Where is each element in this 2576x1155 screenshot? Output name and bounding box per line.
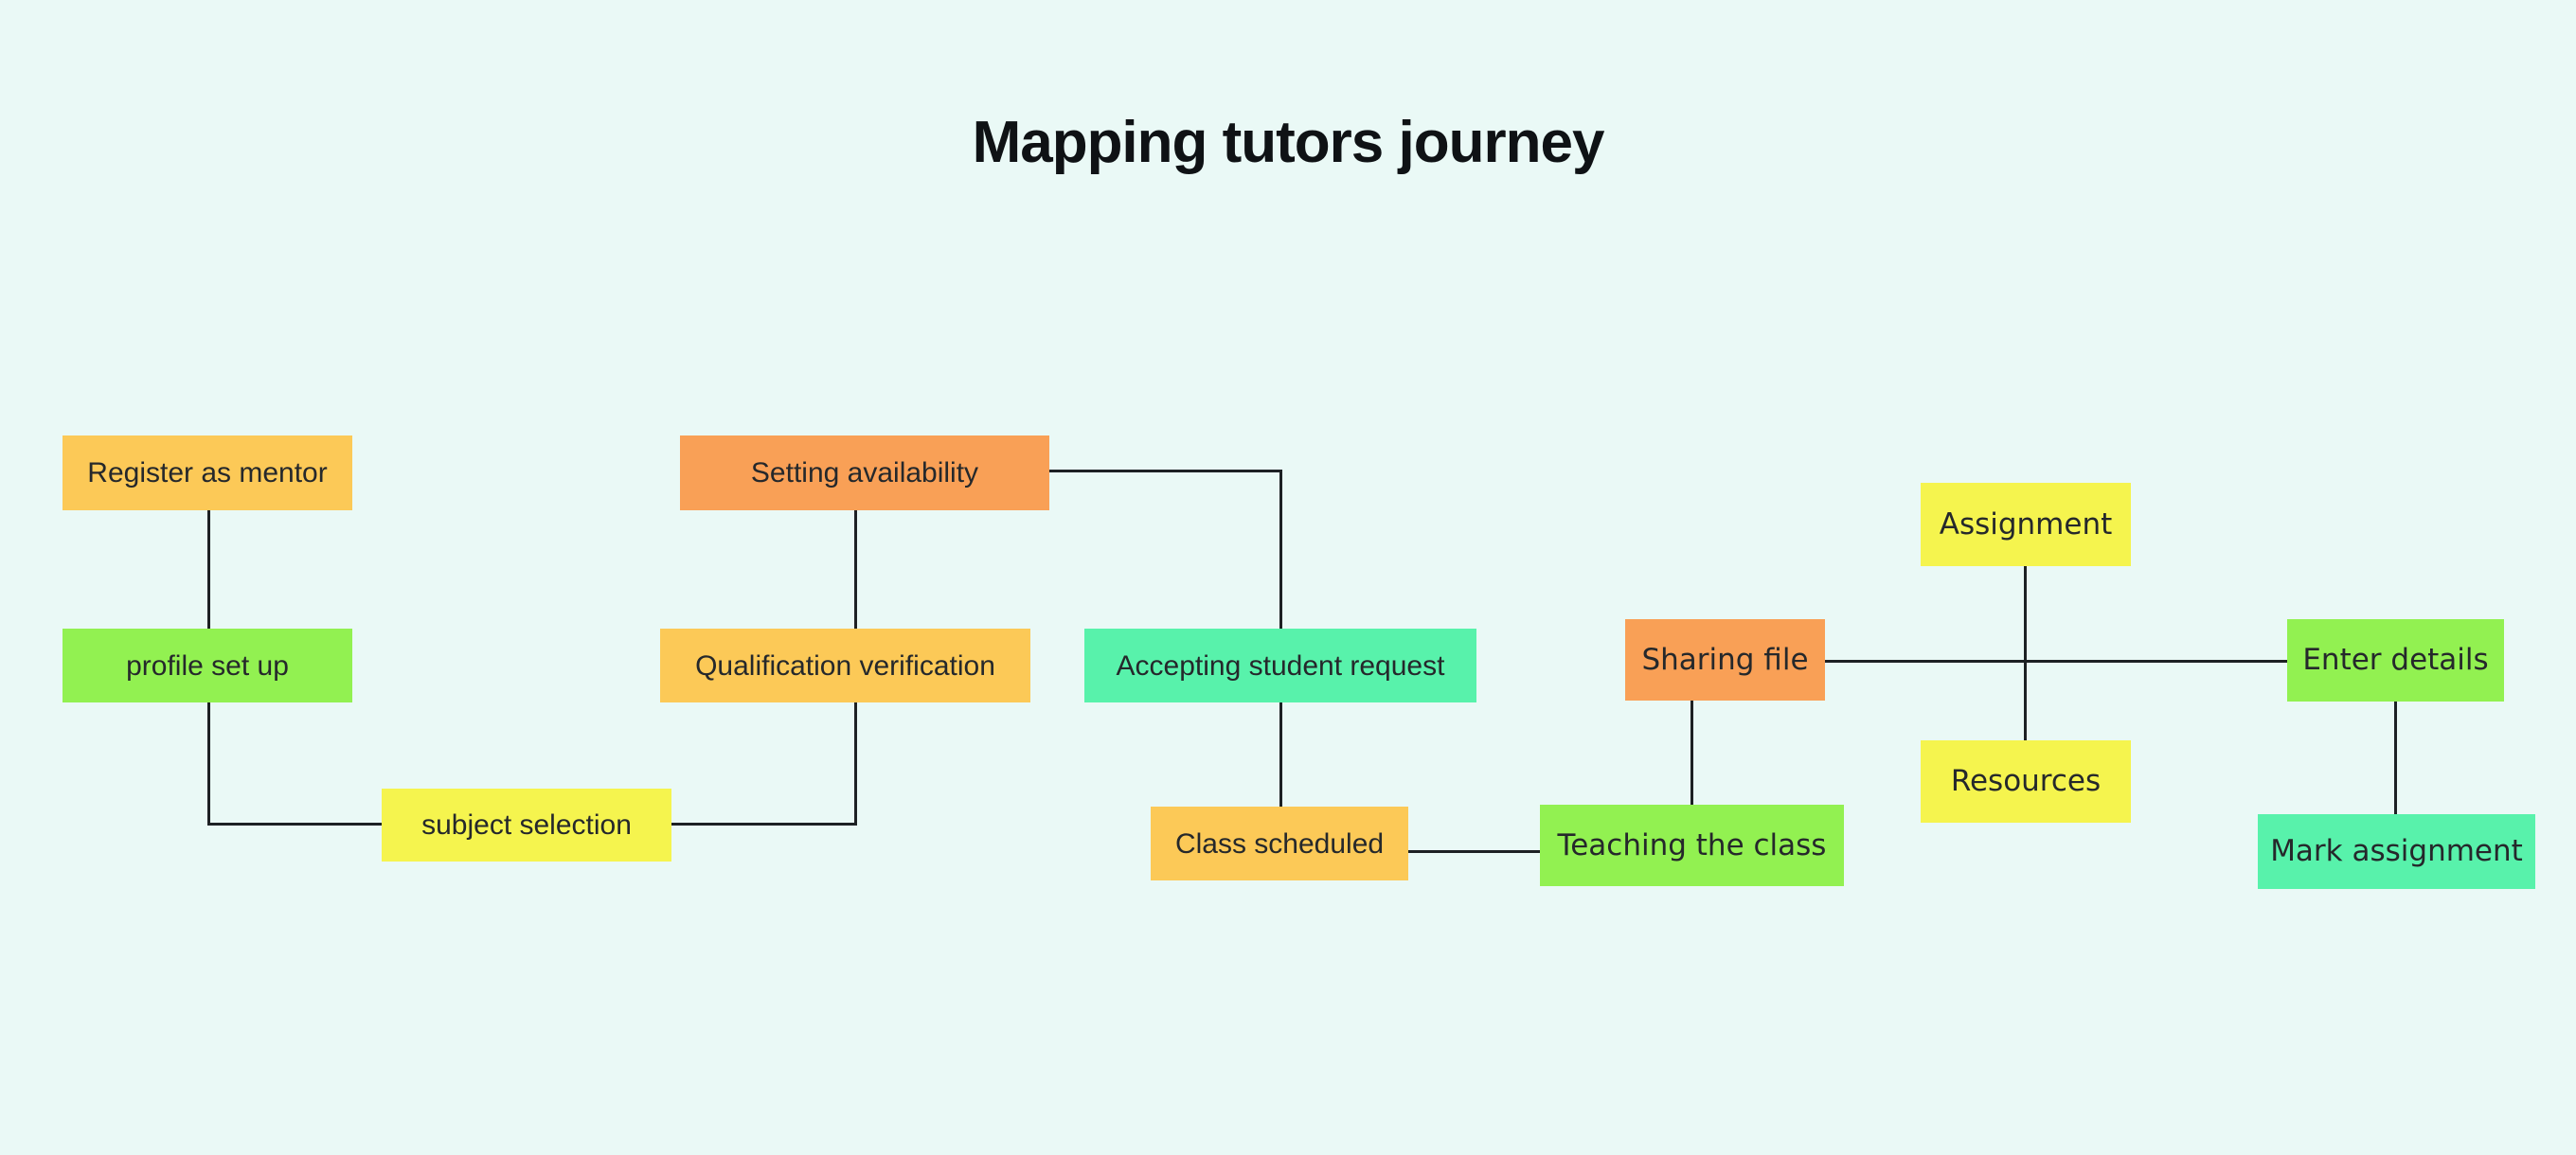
node-label: Teaching the class: [1557, 827, 1827, 862]
connector-profile-set-up-to-subject-selection-seg1: [207, 702, 210, 826]
node-enter-details[interactable]: Enter details: [2287, 619, 2504, 702]
node-label: Accepting student request: [1116, 649, 1445, 682]
node-label: Class scheduled: [1174, 827, 1385, 860]
connector-accepting-student-request-to-class-scheduled: [1279, 702, 1282, 807]
node-label: profile set up: [126, 649, 289, 682]
node-class-scheduled[interactable]: Class scheduled: [1151, 807, 1408, 880]
connector-sharing-file-to-teaching-the-class: [1690, 701, 1693, 805]
node-label: Qualification verification: [695, 649, 995, 682]
node-subject-selection[interactable]: subject selection: [382, 789, 671, 862]
connector-assignment-to-resources: [2024, 566, 2027, 740]
node-mark-assignment[interactable]: Mark assignment: [2258, 814, 2535, 889]
node-label: Register as mentor: [87, 457, 328, 489]
connector-sharing-file-to-enter-details: [1825, 660, 2287, 663]
node-resources[interactable]: Resources: [1921, 740, 2131, 823]
node-sharing-file[interactable]: Sharing file: [1625, 619, 1825, 701]
node-setting-availability[interactable]: Setting availability: [680, 435, 1049, 510]
node-assignment[interactable]: Assignment: [1921, 483, 2131, 566]
node-register-as-mentor[interactable]: Register as mentor: [63, 435, 352, 510]
node-label: Mark assignment: [2270, 834, 2523, 869]
connector-setting-availability-to-accepting-student-request-seg1: [1049, 470, 1282, 472]
node-label: subject selection: [421, 809, 632, 841]
node-profile-set-up[interactable]: profile set up: [63, 629, 352, 702]
connector-subject-selection-to-qualification-verification-seg2: [854, 702, 857, 826]
connector-setting-availability-to-qualification-verification: [854, 510, 857, 629]
connector-subject-selection-to-qualification-verification-seg1: [671, 823, 857, 826]
connector-profile-set-up-to-subject-selection-seg2: [207, 823, 382, 826]
connector-setting-availability-to-accepting-student-request-seg2: [1279, 470, 1282, 629]
node-label: Assignment: [1939, 506, 2113, 542]
connector-enter-details-to-mark-assignment: [2394, 702, 2397, 814]
node-qualification-verification[interactable]: Qualification verification: [660, 629, 1030, 702]
node-teaching-the-class[interactable]: Teaching the class: [1540, 805, 1844, 886]
node-label: Resources: [1950, 764, 2102, 799]
node-label: Setting availability: [750, 457, 979, 489]
diagram-title: Mapping tutors journey: [972, 110, 1605, 175]
node-label: Enter details: [2302, 643, 2489, 678]
connector-register-as-mentor-to-profile-set-up: [207, 510, 210, 629]
connector-class-scheduled-to-teaching-the-class: [1408, 850, 1540, 853]
node-label: Sharing file: [1641, 642, 1809, 677]
node-accepting-student-request[interactable]: Accepting student request: [1084, 629, 1476, 702]
